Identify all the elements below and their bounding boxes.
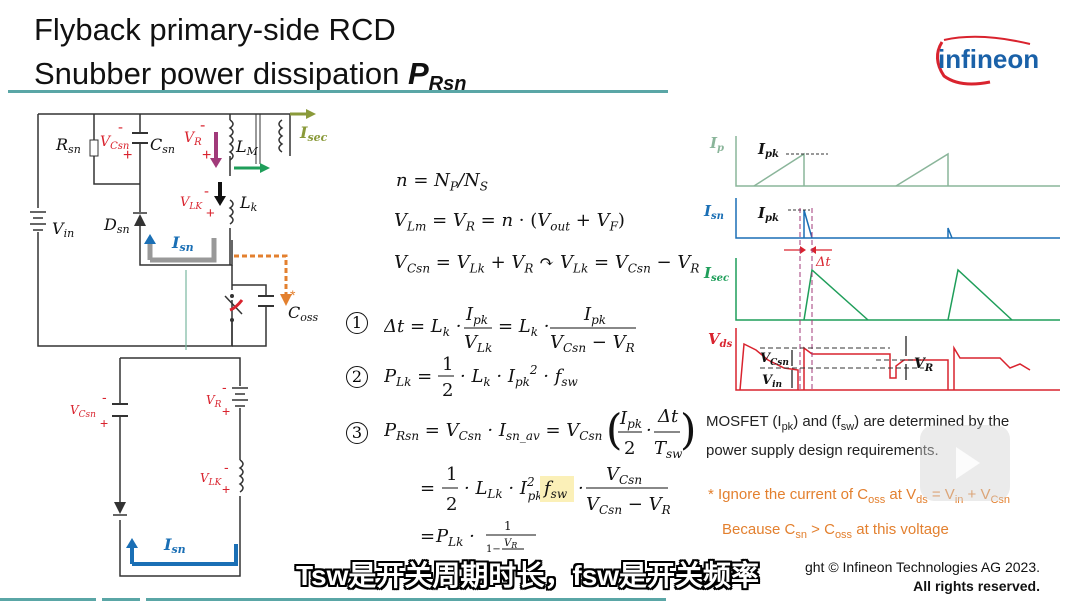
- svg-text:PRsn = VCsn · Isn_av = VCsn ·: PRsn = VCsn · Isn_av = VCsn ·: [384, 420, 614, 443]
- eq-turns-ratio: n = NP/NS: [396, 170, 489, 194]
- svg-text:+: +: [222, 403, 230, 419]
- step-2-badge: 2: [346, 366, 368, 388]
- svg-text:Ipk: Ipk: [757, 204, 779, 224]
- eq-prsn: PRsn = VCsn · Isn_av = VCsn · ( Ipk 2 · Δ…: [383, 398, 696, 471]
- title-rule: [8, 90, 668, 93]
- isec-label: Isec: [299, 123, 328, 144]
- svg-text:2: 2: [442, 380, 453, 401]
- coss-footnote: * Ignore the current of Coss at Vds = Vi…: [708, 486, 1011, 541]
- svg-text:infineon: infineon: [938, 44, 1039, 74]
- svg-text:+: +: [222, 481, 230, 497]
- svg-text:Vds: Vds: [708, 330, 733, 350]
- svg-text:Ip: Ip: [709, 134, 724, 154]
- vlk-label: VLK: [180, 195, 203, 212]
- svg-text:+: +: [202, 147, 211, 164]
- svg-text:-: -: [200, 117, 205, 134]
- svg-text:PLk =: PLk =: [384, 366, 432, 389]
- eq-vcsn: VCsn = VLk + VR ↷ VLk = VCsn − VR: [394, 252, 700, 276]
- svg-text:-: -: [224, 459, 229, 475]
- svg-text:(: (: [606, 405, 622, 454]
- svg-text:Δt = Lk ·: Δt = Lk ·: [384, 316, 461, 339]
- svg-text:VR: VR: [206, 393, 222, 410]
- flyback-circuit-diagram: Rsn VCsn -+ Csn VR -+ LM Isec VLK -+ Lk …: [30, 109, 328, 350]
- video-play-button[interactable]: [920, 425, 1010, 501]
- svg-text:VCsn: VCsn: [70, 403, 96, 420]
- svg-text:*: *: [290, 287, 296, 303]
- step-1-badge: 1: [346, 312, 368, 334]
- svg-text:+: +: [123, 147, 132, 164]
- svg-text:Isn: Isn: [163, 535, 186, 556]
- svg-text:= Lk ·: = Lk ·: [498, 316, 550, 339]
- video-subtitle: Tsw是开关周期时长，fsw是开关频率: [296, 560, 760, 591]
- eq-vlm: VLm = VR = n · (Vout + VF): [394, 210, 625, 234]
- waveform-plot: Ip Ipk Isn Ipk Δt Isec Vds VCsn Vin VR: [703, 134, 1060, 391]
- svg-text:): ): [680, 405, 694, 454]
- svg-text:VLK: VLK: [200, 471, 223, 488]
- eq-plk: PLk = 1 2 · Lk · Ipk2 · fsw: [383, 352, 594, 407]
- coss-label: Coss: [288, 303, 319, 324]
- rsn-label: Rsn: [55, 135, 81, 156]
- svg-text:1: 1: [442, 354, 453, 375]
- svg-text:+: +: [100, 415, 108, 431]
- svg-text:VCsn − VR: VCsn − VR: [586, 494, 670, 517]
- lk-label: Lk: [239, 193, 258, 214]
- vin-label: Vin: [52, 219, 74, 240]
- svg-text:·: ·: [646, 420, 652, 441]
- svg-text:-: -: [118, 119, 123, 136]
- svg-text:· Lk · Ipk2 · fsw: · Lk · Ipk2 · fsw: [460, 363, 579, 389]
- slide-title: Flyback primary-side RCD Snubber power d…: [34, 8, 466, 106]
- svg-text:1: 1: [446, 464, 457, 485]
- svg-text:=: =: [420, 478, 435, 499]
- progress-segment: [102, 598, 140, 601]
- mosfet-note: MOSFET (Ipk) and (fsw) are determined by…: [706, 413, 1010, 459]
- svg-text:Ipk: Ipk: [465, 304, 488, 327]
- svg-text:Vin: Vin: [762, 373, 782, 390]
- svg-text:2: 2: [446, 494, 457, 515]
- svg-text:VCsn: VCsn: [606, 464, 642, 487]
- title-line-2: Snubber power dissipation PRsn: [34, 56, 467, 95]
- svg-text:-: -: [222, 379, 227, 395]
- svg-text:VR: VR: [914, 356, 933, 374]
- eq-prsn-plk: = PLk · 1 1−VR: [420, 516, 550, 565]
- svg-text:VCsn: VCsn: [760, 351, 789, 368]
- copyright: ght © Infineon Technologies AG 2023. All…: [804, 559, 1040, 594]
- svg-text:=: =: [420, 526, 435, 547]
- snubber-equivalent-circuit: VCsn - + VR - + VLK - + Isn: [70, 357, 248, 577]
- svg-text:PLk ·: PLk ·: [435, 526, 475, 549]
- svg-text:Ipk: Ipk: [583, 304, 606, 327]
- title-line-1: Flyback primary-side RCD: [34, 12, 396, 47]
- svg-text:·: ·: [578, 478, 584, 499]
- svg-text:1: 1: [504, 519, 512, 533]
- svg-text:+: +: [206, 205, 215, 222]
- svg-text:Δt: Δt: [815, 255, 831, 270]
- svg-text:Ipk: Ipk: [757, 140, 779, 160]
- progress-segment: [146, 598, 666, 601]
- svg-text:1−: 1−: [486, 544, 501, 555]
- infineon-logo: infineon: [930, 30, 1042, 90]
- step-3-badge: 3: [346, 422, 368, 444]
- isn-label: Isn: [171, 233, 194, 254]
- svg-text:Isn: Isn: [703, 202, 724, 222]
- csn-label: Csn: [150, 135, 175, 156]
- svg-text:2: 2: [624, 438, 635, 459]
- progress-segment: [0, 598, 96, 601]
- svg-text:-: -: [102, 389, 107, 405]
- play-icon: [956, 447, 980, 479]
- svg-text:Δt: Δt: [657, 406, 679, 427]
- svg-text:-: -: [204, 183, 209, 200]
- svg-text:Isec: Isec: [703, 264, 729, 284]
- svg-text:VR: VR: [504, 538, 517, 550]
- svg-text:Tsw: Tsw: [654, 438, 683, 461]
- svg-text:Ipk: Ipk: [619, 408, 642, 431]
- dsn-label: Dsn: [103, 215, 130, 236]
- lm-label: LM: [235, 137, 259, 158]
